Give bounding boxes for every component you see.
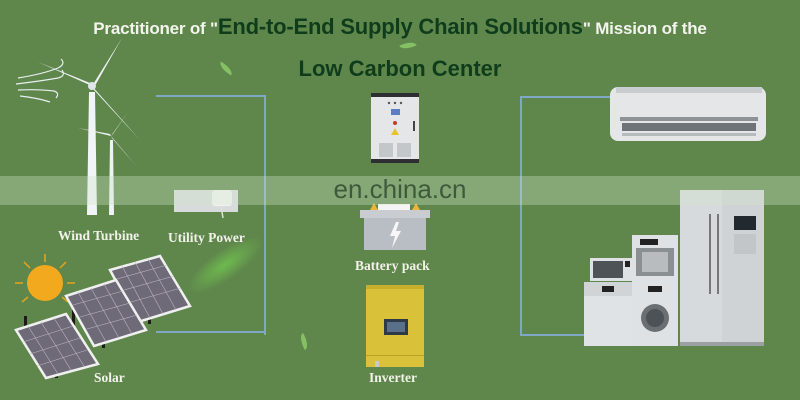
leaf-decoration (399, 38, 417, 53)
subheadline: Low Carbon Center (298, 56, 502, 81)
headline-highlight: End-to-End Supply Chain Solutions (217, 14, 583, 39)
wind-gust-icon (15, 58, 64, 103)
inverter-label: Inverter (369, 370, 417, 385)
refrigerator-icon (680, 190, 764, 346)
wind-turbine-label: Wind Turbine (58, 228, 140, 243)
power-meter-icon (174, 190, 238, 219)
dishwasher-icon (584, 282, 632, 346)
watermark-band (0, 176, 800, 205)
headline: Practitioner of "End-to-End Supply Chain… (0, 14, 800, 40)
leaf-decoration (296, 332, 312, 351)
microwave-icon (590, 258, 632, 281)
utility-power-label: Utility Power (168, 230, 245, 245)
solar-panel-icon (14, 254, 192, 380)
control-cabinet-icon (371, 93, 419, 163)
solar-label: Solar (94, 370, 125, 385)
air-conditioner-icon (610, 87, 766, 141)
wire-left-top (156, 95, 266, 335)
watermark-text: en.china.cn (333, 174, 467, 204)
oven-washer-icon (632, 235, 678, 346)
headline-suffix: " Mission of the (582, 19, 707, 38)
inverter-icon (366, 285, 424, 367)
sun-icon (15, 254, 75, 303)
headline-prefix: Practitioner of " (93, 19, 218, 38)
wire-left-bottom (156, 331, 264, 333)
home-appliances-icon (584, 190, 764, 346)
wind-turbine-icon (15, 38, 140, 215)
battery-label: Battery pack (355, 258, 430, 273)
wire-right (520, 96, 614, 336)
battery-icon (360, 203, 430, 250)
